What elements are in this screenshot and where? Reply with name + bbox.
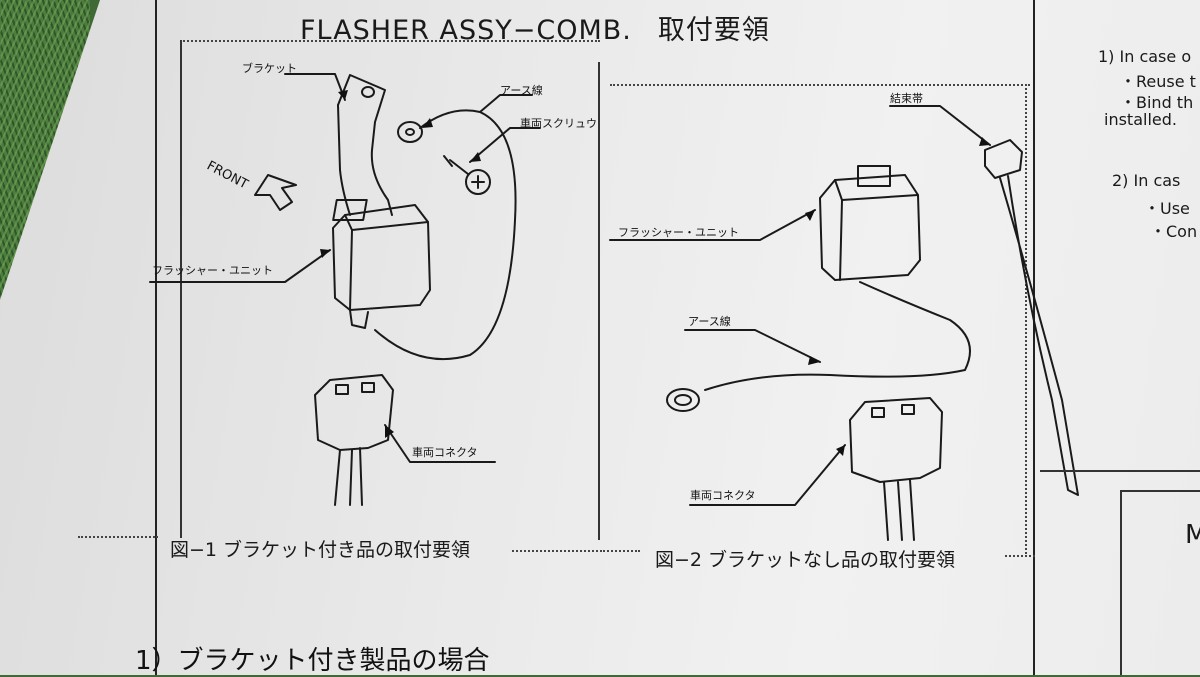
label-vehicle-connector-1: 車両コネクタ <box>412 446 478 459</box>
caption1-rule-right <box>512 550 602 552</box>
label-flasher-unit-1: フラッシャー・ユニット <box>152 264 273 277</box>
figure1-caption: 図−1 ブラケット付き品の取付要領 <box>170 539 471 561</box>
section1-heading: 1）ブラケット付き製品の場合 <box>135 646 490 676</box>
vehicle-connector-1 <box>314 374 394 451</box>
figure1-left-border <box>180 40 182 538</box>
right-line-2: ・Reuse t <box>1120 72 1196 91</box>
label-cable-tie: 結束帯 <box>890 92 923 105</box>
vehicle-screw <box>465 169 491 195</box>
right-rule <box>1040 470 1200 472</box>
label-earth-wire-2: アース線 <box>688 315 731 328</box>
figure1-top-border <box>180 40 600 42</box>
caption2-rule-left <box>600 550 640 552</box>
earth-wire-2 <box>704 281 971 391</box>
main-frame <box>155 0 1035 675</box>
right-line-3: ・Bind th <box>1120 93 1194 112</box>
figure-divider <box>598 62 600 540</box>
label-vehicle-connector-2: 車両コネクタ <box>690 489 756 502</box>
cable-tie-strap <box>999 175 1079 496</box>
front-arrow <box>254 174 297 211</box>
label-vehicle-screw: 車両スクリュウ <box>520 117 597 130</box>
bracket-hole <box>361 86 375 98</box>
cable-tie-head <box>984 139 1023 179</box>
figure2-right-border <box>1025 84 1027 554</box>
label-earth-wire-1: アース線 <box>500 84 543 97</box>
caption1-rule-left <box>78 536 158 538</box>
right-line-1: 1) In case o <box>1098 47 1192 66</box>
label-flasher-unit-2: フラッシャー・ユニット <box>618 226 739 239</box>
flasher-unit-1 <box>332 204 431 311</box>
title-japanese: 取付要領 <box>657 15 770 46</box>
earth-ring-terminal <box>666 388 700 412</box>
bracket-outline <box>337 74 393 216</box>
right-line-8: M <box>1185 520 1200 550</box>
washer <box>397 121 423 143</box>
caption2-rule-right <box>1005 555 1035 557</box>
flasher-unit-2 <box>819 174 921 281</box>
figure2-top-border <box>610 84 1030 86</box>
label-bracket: ブラケット <box>242 62 297 75</box>
right-line-6: ・Use <box>1144 199 1190 218</box>
vehicle-connector-2 <box>849 397 943 483</box>
earth-wire-1 <box>374 109 517 361</box>
right-lower-frame <box>1120 490 1200 675</box>
right-line-4: installed. <box>1104 110 1177 129</box>
right-line-7: ・Con <box>1150 222 1198 241</box>
right-line-5: 2) In cas <box>1112 171 1181 190</box>
figure2-caption: 図−2 ブラケットなし品の取付要領 <box>655 549 956 571</box>
